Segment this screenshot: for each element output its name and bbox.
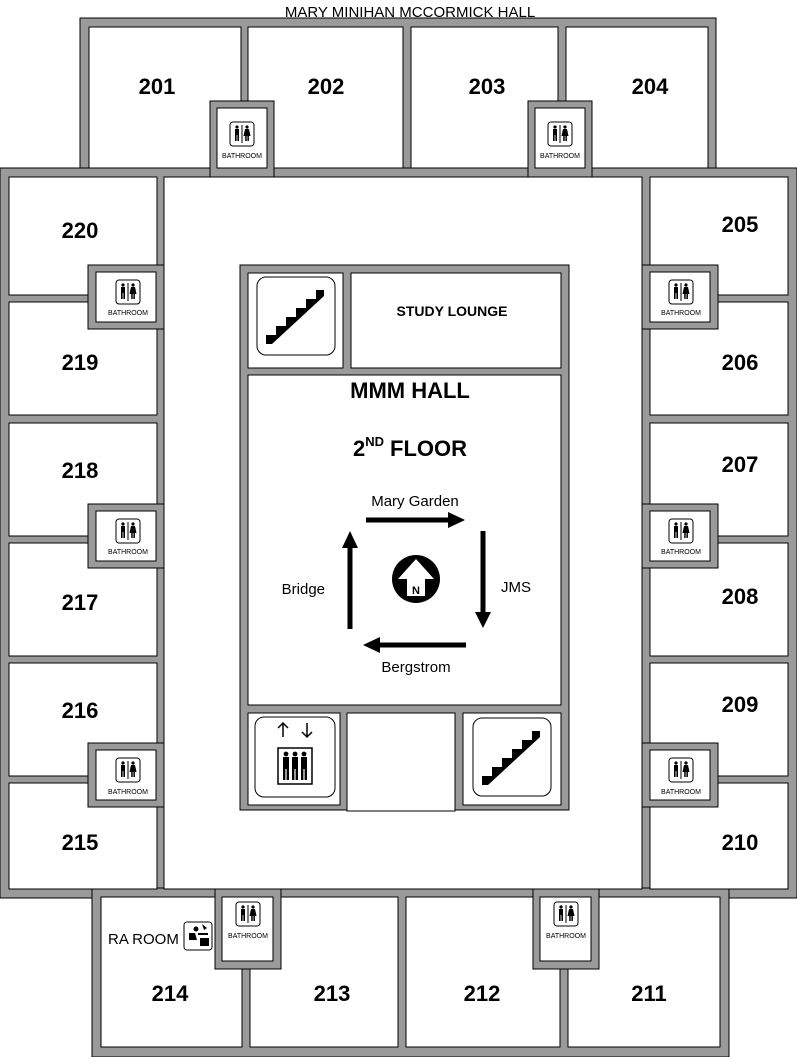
bathroom-right-1[interactable]: BATHROOM — [641, 264, 719, 330]
room-number-214: 214 — [152, 981, 189, 1006]
arrow-right-head — [475, 612, 491, 628]
room-number-216: 216 — [62, 698, 99, 723]
bathroom-bottom-2[interactable]: BATHROOM — [532, 888, 600, 970]
room-number-212: 212 — [464, 981, 501, 1006]
bathroom-top-1[interactable]: BATHROOM — [209, 100, 275, 178]
arrow-bottom-head — [363, 637, 380, 653]
ra-office-icon — [183, 921, 213, 951]
floor-superscript: ND — [365, 434, 384, 449]
bathroom-label: BATHROOM — [228, 933, 268, 940]
bathroom-icon — [547, 121, 573, 147]
bathroom-label: BATHROOM — [108, 789, 148, 796]
room-number-220: 220 — [62, 218, 99, 243]
bathroom-icon — [668, 757, 694, 783]
floor-title: 2ND FLOOR — [353, 434, 467, 461]
bathroom-label: BATHROOM — [108, 549, 148, 556]
room-number-203: 203 — [469, 74, 506, 99]
room-number-218: 218 — [62, 458, 99, 483]
room-number-209: 209 — [722, 692, 759, 717]
room-number-205: 205 — [722, 212, 759, 237]
direction-right-label: JMS — [501, 579, 531, 596]
bathroom-label: BATHROOM — [546, 933, 586, 940]
bathroom-icon — [235, 901, 261, 927]
bathroom-bottom-1[interactable]: BATHROOM — [214, 888, 282, 970]
bathroom-right-3[interactable]: BATHROOM — [641, 742, 719, 808]
bathroom-label: BATHROOM — [540, 153, 580, 160]
bathroom-icon — [553, 901, 579, 927]
bathroom-icon — [668, 279, 694, 305]
bathroom-icon — [229, 121, 255, 147]
room-number-207: 207 — [722, 452, 759, 477]
room-number-204: 204 — [632, 74, 669, 99]
bathroom-icon — [115, 757, 141, 783]
bathroom-left-1[interactable]: BATHROOM — [87, 264, 165, 330]
direction-top-label: Mary Garden — [371, 493, 459, 510]
room-number-202: 202 — [308, 74, 345, 99]
bathroom-right-2[interactable]: BATHROOM — [641, 503, 719, 569]
ra-room-label: RA ROOM — [108, 931, 179, 948]
bathroom-label: BATHROOM — [661, 549, 701, 556]
study-lounge-label: STUDY LOUNGE — [397, 303, 508, 319]
bathroom-label: BATHROOM — [661, 310, 701, 317]
room-number-201: 201 — [139, 74, 176, 99]
floor-number: 2 — [353, 436, 365, 461]
arrow-left-head — [342, 531, 358, 548]
bathroom-icon — [668, 518, 694, 544]
room-number-208: 208 — [722, 584, 759, 609]
room-number-215: 215 — [62, 830, 99, 855]
room-number-210: 210 — [722, 830, 759, 855]
hall-name: MMM HALL — [350, 378, 470, 403]
floor-word: FLOOR — [390, 436, 467, 461]
stairs-icon — [256, 276, 336, 356]
north-compass-icon: N — [392, 555, 440, 603]
bathroom-icon — [115, 518, 141, 544]
arrow-top-head — [448, 512, 465, 528]
bathroom-left-2[interactable]: BATHROOM — [87, 503, 165, 569]
room-number-217: 217 — [62, 590, 99, 615]
bathroom-top-2[interactable]: BATHROOM — [527, 100, 593, 178]
north-label: N — [412, 585, 420, 597]
elevator-icon — [254, 716, 336, 798]
bathroom-label: BATHROOM — [661, 789, 701, 796]
building-title: MARY MINIHAN MCCORMICK HALL — [285, 4, 535, 21]
study-lounge[interactable] — [350, 272, 562, 369]
room-number-219: 219 — [62, 350, 99, 375]
bathroom-left-3[interactable]: BATHROOM — [87, 742, 165, 808]
bathroom-icon — [115, 279, 141, 305]
hall-center — [247, 374, 562, 706]
circulation-arrows — [342, 512, 491, 653]
room-number-211: 211 — [631, 981, 667, 1006]
core-cutout — [346, 712, 456, 812]
direction-bottom-label: Bergstrom — [381, 659, 450, 676]
room-number-206: 206 — [722, 350, 759, 375]
direction-left-label: Bridge — [282, 581, 325, 598]
bathroom-label: BATHROOM — [108, 310, 148, 317]
bathroom-label: BATHROOM — [222, 153, 262, 160]
stairs-icon — [472, 717, 552, 797]
room-number-213: 213 — [314, 981, 351, 1006]
